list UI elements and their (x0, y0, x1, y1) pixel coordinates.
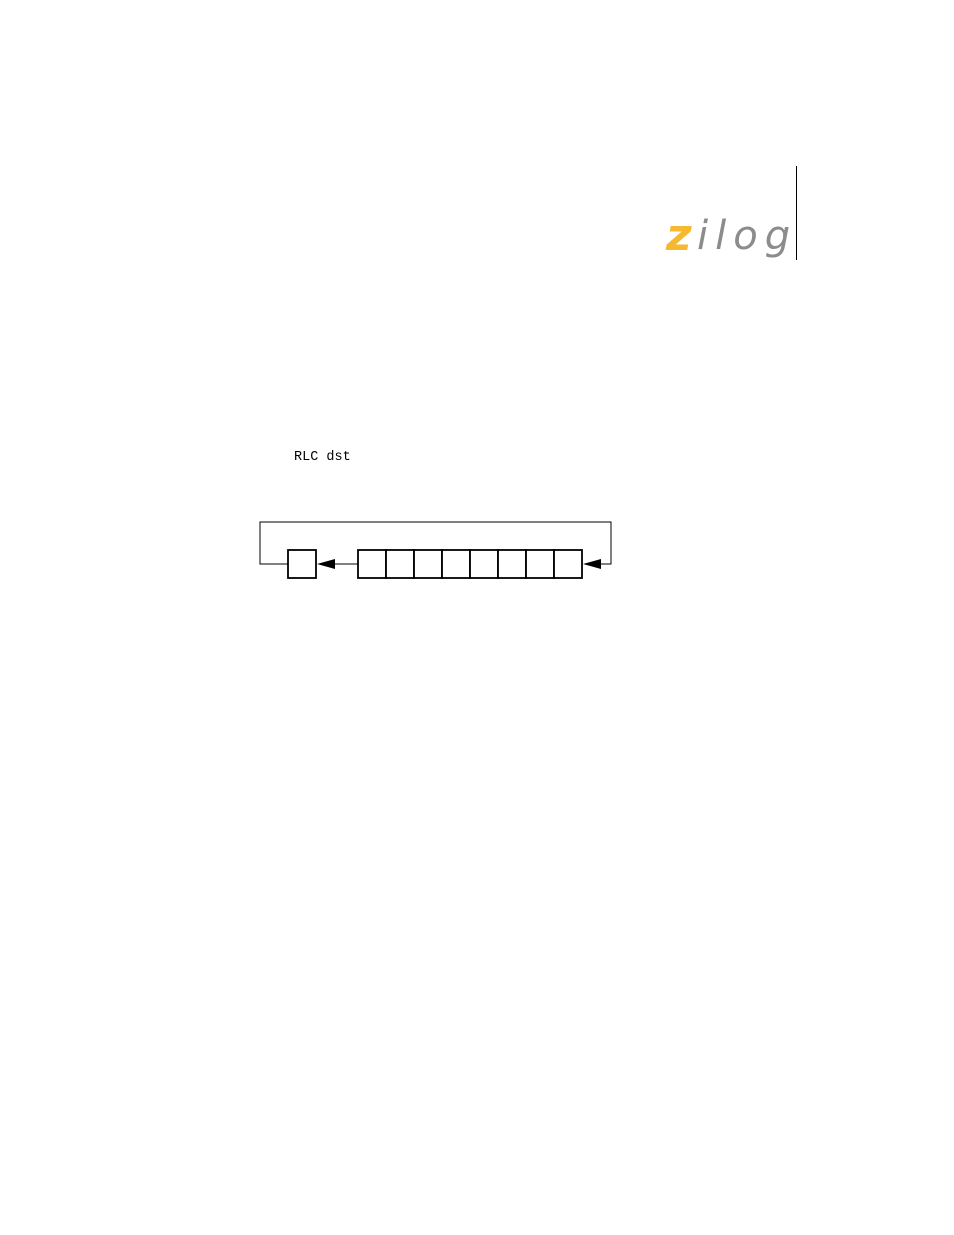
register-bit-4 (442, 550, 470, 578)
instruction-syntax: RLC dst (294, 450, 351, 466)
rotate-left-carry-diagram (255, 515, 620, 590)
register-bit-5 (414, 550, 442, 578)
bit0-arrow-head (583, 559, 601, 569)
register-bit-2 (498, 550, 526, 578)
logo-z-letter: z (666, 206, 692, 266)
logo-rest-letters: ilog (697, 206, 797, 266)
register-bit-1 (526, 550, 554, 578)
carry-flag-box (288, 550, 316, 578)
register-bit-3 (470, 550, 498, 578)
register-bit-7 (358, 550, 386, 578)
carry-arrow-head (317, 559, 335, 569)
zilog-logo: z ilog (666, 206, 790, 266)
register-bit-6 (386, 550, 414, 578)
register-bit-0 (554, 550, 582, 578)
register-cells (358, 550, 582, 578)
header-vertical-rule (796, 166, 797, 260)
